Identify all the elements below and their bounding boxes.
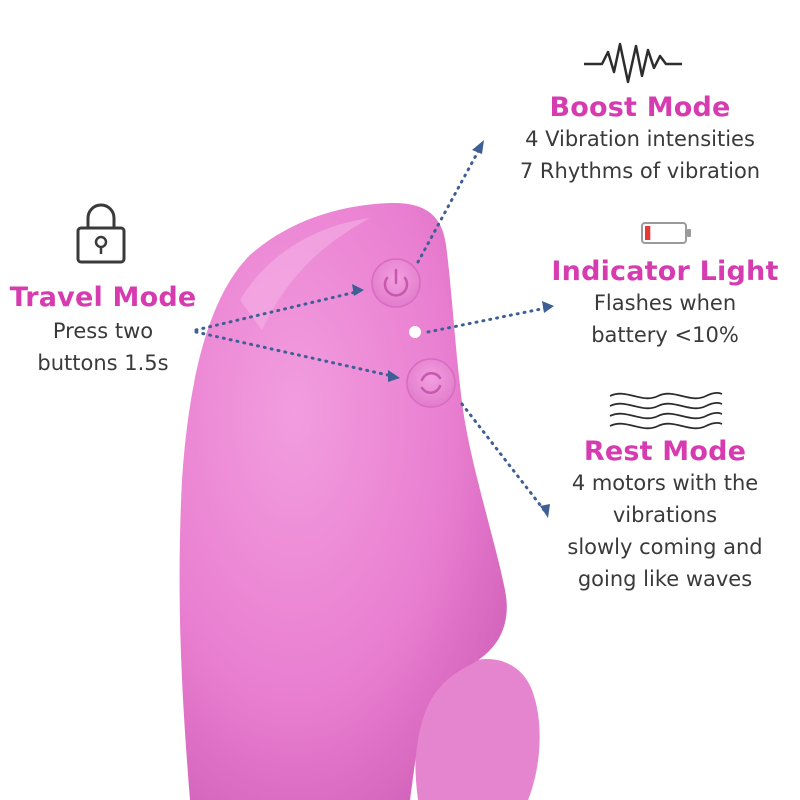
battery-low-icon [641,222,691,244]
rest-mode-line-1: 4 motors with the [571,471,759,495]
boost-mode-title: Boost Mode [549,92,731,123]
arrow-travel-power [194,290,358,332]
rest-mode-line-4: going like waves [577,567,753,591]
arrow-travel-mode [194,330,394,378]
waveform-icon [584,42,682,84]
rest-mode-title: Rest Mode [583,436,747,467]
travel-mode-callout: Travel Mode Press two buttons 1.5s [8,282,198,379]
lock-icon [76,203,126,264]
waves-icon [609,392,723,430]
travel-mode-line-2: buttons 1.5s [37,351,169,375]
indicator-light-callout: Indicator Light Flashes when battery <10… [540,256,790,351]
arrow-rest [460,402,546,512]
indicator-light-dot [409,326,421,338]
travel-mode-title: Travel Mode [9,282,197,313]
rest-mode-line-2: vibrations [612,503,718,527]
arrow-boost [416,146,482,264]
mode-button [406,358,456,408]
boost-mode-line-2: 7 Rhythms of vibration [519,159,761,183]
indicator-light-line-1: Flashes when [593,291,737,315]
rest-mode-line-3: slowly coming and [567,535,763,559]
power-button [371,258,421,308]
product-body [179,202,507,800]
indicator-light-title: Indicator Light [551,256,779,287]
product-base [415,659,540,800]
boost-mode-line-1: 4 Vibration intensities [525,127,755,151]
indicator-light-line-2: battery <10% [591,323,739,347]
travel-mode-line-1: Press two [52,319,154,343]
boost-mode-callout: Boost Mode 4 Vibration intensities 7 Rhy… [490,92,790,187]
arrow-indicator [426,306,548,334]
pointer-arrows [194,146,548,512]
rest-mode-callout: Rest Mode 4 motors with the vibrations s… [540,436,790,595]
